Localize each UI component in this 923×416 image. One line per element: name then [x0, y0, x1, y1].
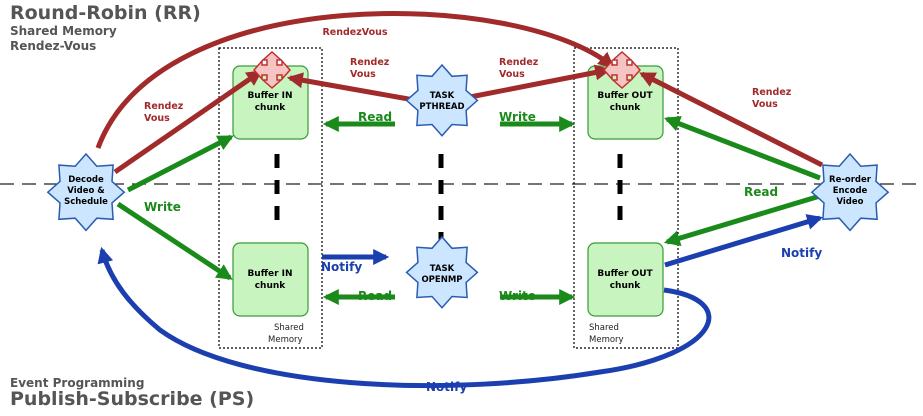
rendezvous-arc-top: [95, 10, 615, 149]
label-notify-bottom: Notify: [426, 380, 467, 394]
rendezvous-pthread-to-in: [286, 72, 415, 103]
rendezvous-decode-to-in: [113, 69, 263, 175]
star-decode-icon: [46, 152, 126, 232]
rendezvous-reorder-to-out: [639, 71, 824, 168]
buffer-out-bottom-line1: Buffer OUT: [597, 269, 653, 279]
node-openmp-line2: OPENMP: [421, 275, 462, 285]
read-reorder-from-out-bottom: [663, 193, 821, 246]
node-reorder-encode-video: Re-order Encode Video: [810, 152, 890, 232]
label-write-top-right: Write: [499, 110, 536, 124]
star-reorder-icon: [810, 152, 890, 232]
label-rendez-mid-right-1: Rendez: [499, 57, 539, 68]
buffer-in-top-line2: chunk: [255, 103, 287, 113]
shared-memory-left-line1: Shared: [274, 323, 304, 333]
node-decode-line1: Decode: [68, 175, 104, 185]
label-notify-right: Notify: [781, 246, 822, 260]
buffer-in-bottom: [232, 242, 309, 317]
rendezvous-pthread-to-out: [469, 64, 612, 100]
shared-memory-right-line2: Memory: [589, 335, 624, 345]
node-pthread-line1: TASK: [430, 91, 455, 101]
notify-loop-bottom: [97, 246, 712, 389]
write-decode-to-in-top: [126, 134, 234, 193]
rendezvous-cross-out-icon: [602, 50, 642, 90]
label-rendez-mid-left-1: Rendez: [350, 57, 390, 68]
label-read-right: Read: [744, 185, 778, 199]
node-pthread-line2: PTHREAD: [419, 102, 464, 112]
buffer-in-bottom-line1: Buffer IN: [247, 269, 292, 279]
label-rendezvous-top: RendezVous: [322, 27, 387, 38]
title-publish-subscribe: Publish-Subscribe (PS): [10, 388, 255, 410]
node-reorder-line2: Encode: [833, 186, 868, 196]
buffer-out-bottom: [587, 242, 664, 317]
node-reorder-line1: Re-order: [829, 175, 872, 185]
label-rendez-left-1: Rendez: [144, 101, 184, 112]
title-round-robin: Round-Robin (RR): [10, 2, 201, 24]
rendezvous-cross-in-icon: [252, 50, 292, 90]
node-decode-line3: Schedule: [64, 197, 108, 207]
read-reorder-from-out-top: [664, 116, 821, 181]
label-rendez-left-2: Vous: [144, 113, 170, 124]
label-write-bottom-right: Write: [499, 289, 536, 303]
label-notify-left: Notify: [321, 260, 362, 274]
node-task-openmp: TASK OPENMP: [405, 235, 479, 309]
write-decode-to-in-bottom: [116, 201, 233, 281]
label-rendez-right-1: Rendez: [752, 87, 792, 98]
label-rendez-mid-left-2: Vous: [350, 69, 376, 80]
buffer-out-top-line2: chunk: [610, 103, 642, 113]
label-read-bottom-left: Read: [358, 289, 392, 303]
buffer-out-bottom-line2: chunk: [610, 281, 642, 291]
node-openmp-line1: TASK: [430, 264, 455, 274]
label-read-top-left: Read: [358, 110, 392, 124]
label-rendez-right-2: Vous: [752, 99, 778, 110]
buffer-in-bottom-line2: chunk: [255, 281, 287, 291]
shared-memory-left: [218, 47, 323, 349]
node-task-pthread: TASK PTHREAD: [405, 63, 479, 137]
label-rendez-mid-right-2: Vous: [499, 69, 525, 80]
node-decode-video-schedule: Decode Video & Schedule: [46, 152, 126, 232]
shared-memory-left-line2: Memory: [268, 335, 303, 345]
node-reorder-line3: Video: [836, 197, 863, 207]
label-write-left: Write: [144, 200, 181, 214]
notify-out-to-reorder: [664, 214, 824, 268]
subtitle-event-programming: Event Programming: [10, 376, 145, 390]
star-openmp-icon: [405, 235, 479, 309]
subtitle-rendez-vous: Rendez-Vous: [10, 39, 97, 53]
star-pthread-icon: [405, 63, 479, 137]
node-decode-line2: Video &: [67, 186, 105, 196]
shared-memory-right-line1: Shared: [589, 323, 619, 333]
buffer-in-top-line1: Buffer IN: [247, 91, 292, 101]
buffer-out-top-line1: Buffer OUT: [597, 91, 653, 101]
shared-memory-right: [573, 47, 679, 349]
subtitle-shared-memory: Shared Memory: [10, 24, 117, 38]
